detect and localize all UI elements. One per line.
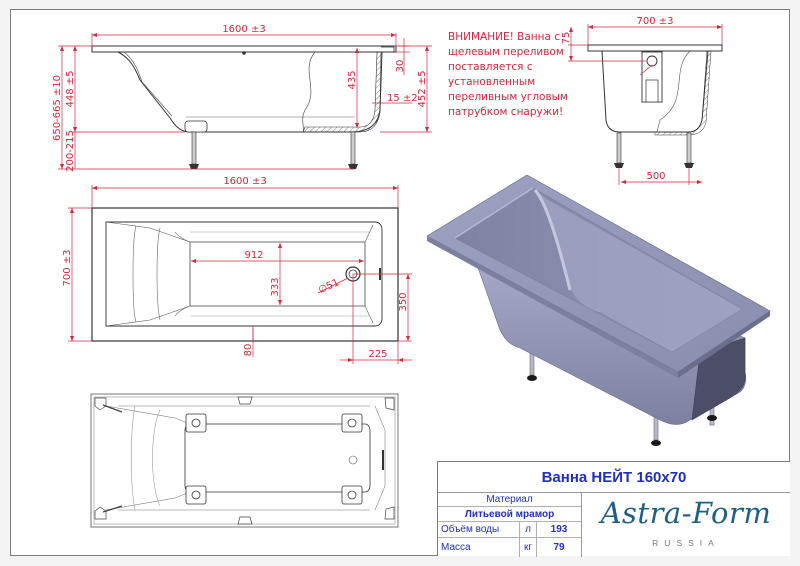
logo-brand: Astra-Form [600,496,772,530]
bottom-length-dim: 912 [244,250,263,261]
material-label-row: Материал [438,492,581,507]
side-length-dim: 1600 ±3 [222,24,265,35]
isometric-bath-render [426,174,771,446]
spec-label: Масса [438,538,520,557]
spec-row-mass: Масса кг 79 [438,538,581,557]
warning-line: ВНИМАНИЕ! Ванна с [448,31,561,43]
spec-label: Объём воды [438,522,520,537]
warning-line: поставляется с [448,61,533,73]
leg-height-dim: 200-215 [65,130,76,172]
rim-width-dim: 80 [243,344,254,357]
warning-line: щелевым переливом [448,46,564,58]
spec-unit: кг [520,538,537,557]
overflow-height-dim: 75 [561,32,572,45]
end-width-dim: 700 ±3 [636,16,673,27]
spec-row-water: Объём воды л 193 [438,522,581,538]
logo-subtitle: RUSSIA [652,538,720,548]
material-value-row: Литьевой мрамор [438,507,581,522]
drain-offset-x-dim: 225 [368,349,387,360]
material-value: Литьевой мрамор [464,508,555,520]
brand-logo: Astra-Form RUSSIA [582,492,790,557]
top-length-dim: 1600 ±3 [223,176,266,187]
side-view: 1600 ±3 650-665 ±10 448 ±5 200-215 435 3… [52,24,432,172]
spec-table: Материал Литьевой мрамор Объём воды л 19… [438,492,582,557]
leg-spacing-dim: 500 [646,171,665,182]
bottom-view [90,393,399,528]
spec-value: 193 [550,524,568,535]
product-title: Ванна НЕЙТ 160х70 [438,462,790,493]
top-view: 1600 ±3 700 ±3 912 333 ∅51 350 225 80 [62,176,412,364]
warning-line: патрубком снаружи! [448,106,564,118]
warning-line: установленным [448,76,536,88]
spec-unit: л [520,522,537,537]
bottom-width-dim: 333 [270,277,281,296]
end-view: 700 ±3 75 500 [561,16,723,185]
total-height-dim: 650-665 ±10 [52,75,63,141]
wall-dim: 15 ±2 [387,93,418,104]
spec-value: 79 [553,542,565,553]
bowl-height-dim: 448 ±5 [65,70,76,107]
rim-dim: 30 [395,60,406,73]
material-label: Материал [486,493,533,505]
inner-depth-dim: 435 [347,70,358,89]
title-block: Ванна НЕЙТ 160х70 Материал Литьевой мрам… [437,461,790,557]
outer-height-dim: 452 ±5 [417,70,428,107]
drain-offset-y-dim: 350 [398,292,409,311]
top-width-dim: 700 ±3 [62,249,73,286]
warning-note: ВНИМАНИЕ! Ванна с щелевым переливом пост… [448,30,598,120]
warning-line: переливным угловым [448,91,568,103]
